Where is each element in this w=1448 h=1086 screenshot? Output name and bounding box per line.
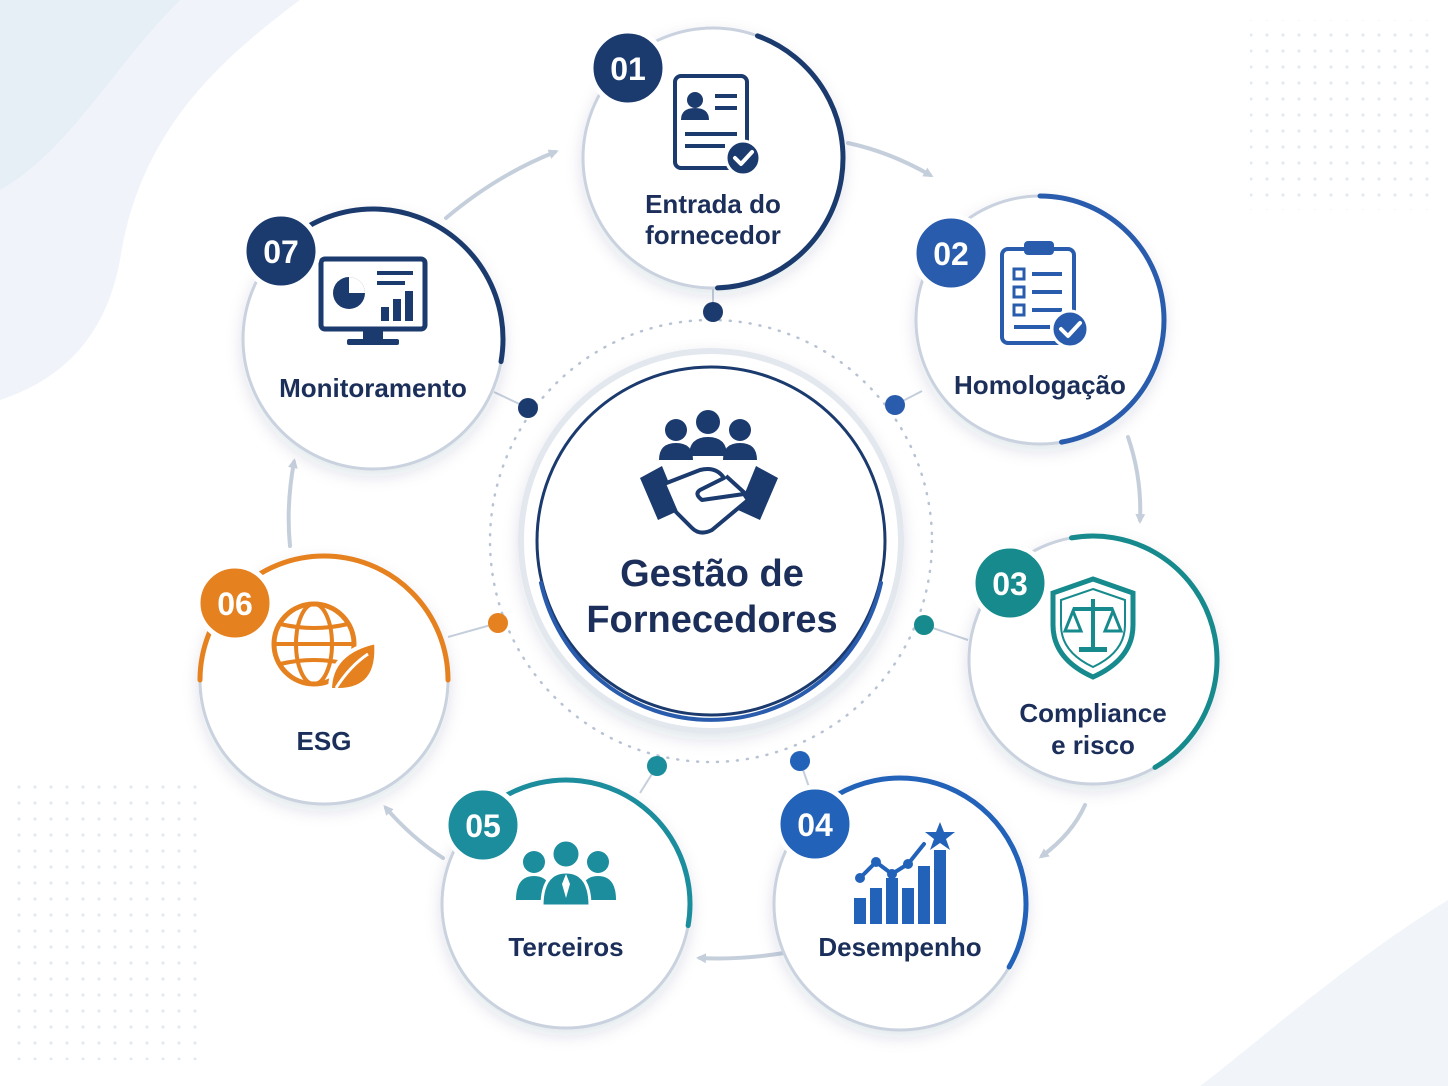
arrow-02-03 <box>1126 435 1146 524</box>
center-title-line2: Fornecedores <box>586 599 837 641</box>
step-05-badge: 05 <box>443 785 523 865</box>
step-07-number: 07 <box>263 234 299 270</box>
step-02-number: 02 <box>933 236 969 272</box>
arrow-06-07 <box>286 458 298 548</box>
step-05-accent-arc <box>468 777 693 929</box>
step-03-accent-arc <box>1068 533 1220 770</box>
step-02: Homologação 02 <box>885 193 1167 446</box>
step-05-label-line1: Terceiros <box>508 932 623 962</box>
shield-scales-icon <box>1050 576 1136 680</box>
step-05: Terceiros 05 <box>440 756 693 1030</box>
center-title-line1: Gestão de <box>620 553 804 595</box>
step-04-label-line1: Desempenho <box>818 932 981 962</box>
step-03-label-line2: e risco <box>1051 730 1135 760</box>
arrow-05-06 <box>383 804 445 860</box>
bar-chart-growth-icon <box>854 822 955 924</box>
step-03-badge: 03 <box>970 543 1050 623</box>
step-04-number: 04 <box>797 807 833 843</box>
arrow-07-01 <box>444 149 559 220</box>
step-01-label-line1: Entrada do <box>645 189 781 219</box>
step-01-label-line2: fornecedor <box>645 220 781 250</box>
step-06-connector-dot <box>488 613 508 633</box>
arrow-03-04 <box>1038 803 1087 859</box>
step-01-badge: 01 <box>588 28 668 108</box>
step-02-connector-dot <box>885 395 905 415</box>
step-02-label-line1: Homologação <box>954 370 1126 400</box>
step-05-connector-dot <box>647 756 667 776</box>
checklist-clipboard-icon <box>1000 241 1090 349</box>
step-04-connector-dot <box>790 751 810 771</box>
step-06-badge: 06 <box>195 563 275 643</box>
step-01-connector-dot <box>703 302 723 322</box>
step-01-accent-arc <box>715 33 846 291</box>
globe-leaf-icon <box>271 601 379 692</box>
step-06-number: 06 <box>217 586 253 622</box>
team-people-icon <box>516 838 616 908</box>
step-02-badge: 02 <box>911 213 991 293</box>
step-05-number: 05 <box>465 808 501 844</box>
step-01-number: 01 <box>610 51 646 87</box>
step-06: ESG 06 <box>195 553 508 806</box>
arrow-04-05 <box>696 951 786 964</box>
arrow-01-02 <box>846 141 934 177</box>
step-07: Monitoramento 07 <box>241 206 538 471</box>
center-hub: Gestão de Fornecedores <box>488 318 934 764</box>
step-07-label-line1: Monitoramento <box>279 373 467 403</box>
step-04-badge: 04 <box>775 784 855 864</box>
step-07-badge: 07 <box>241 211 321 291</box>
cycle-arrows <box>286 141 1146 964</box>
step-04: Desempenho 04 <box>772 751 1029 1032</box>
step-07-connector-dot <box>518 398 538 418</box>
step-04-accent-arc <box>834 775 1029 970</box>
handshake-team-icon <box>640 410 778 535</box>
step-03-number: 03 <box>992 566 1028 602</box>
step-03-connector-dot <box>914 615 934 635</box>
step-02-accent-arc <box>1037 193 1167 445</box>
supplier-profile-document-icon <box>673 74 762 177</box>
step-03-label-line1: Compliance <box>1019 698 1166 728</box>
step-06-label-line1: ESG <box>297 726 352 756</box>
monitor-dashboard-icon <box>318 256 428 345</box>
